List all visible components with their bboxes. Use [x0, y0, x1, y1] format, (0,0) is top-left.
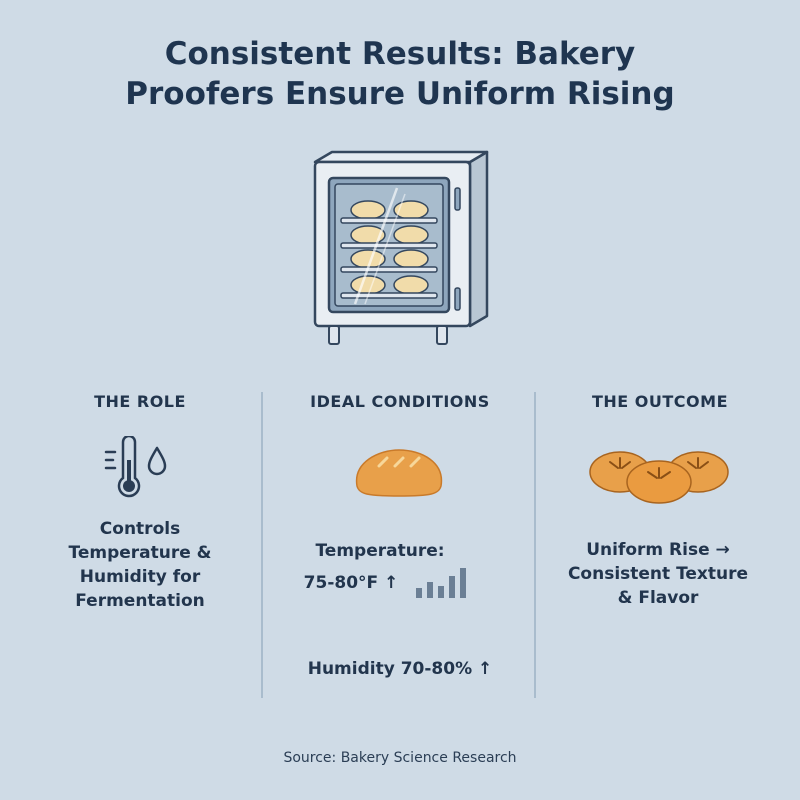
- role-line-3: Humidity for: [79, 567, 201, 587]
- title-line-2: Proofers Ensure Uniform Rising: [125, 76, 675, 112]
- temperature-value: 75-80°F ↑: [303, 573, 399, 593]
- outcome-line-2: Consistent Texture: [567, 564, 749, 584]
- outcome-heading: THE OUTCOME: [591, 392, 728, 411]
- bread-rolls-icon: [589, 451, 729, 504]
- role-line-4: Fermentation: [75, 591, 205, 611]
- conditions-heading: IDEAL CONDITIONS: [310, 392, 490, 411]
- page-title: Consistent Results: Bakery Proofers Ensu…: [60, 34, 740, 114]
- outcome-description: Uniform Rise → Consistent Texture & Flav…: [548, 538, 768, 610]
- column-divider-1: [261, 392, 263, 698]
- role-line-2: Temperature &: [68, 543, 212, 563]
- temperature-label: Temperature:: [315, 541, 445, 561]
- role-heading: THE ROLE: [94, 392, 186, 411]
- source-note: Source: Bakery Science Research: [283, 750, 517, 766]
- bread-loaf-icon: [355, 449, 443, 497]
- column-divider-2: [534, 392, 536, 698]
- role-line-1: Controls: [99, 519, 181, 539]
- title-line-1: Consistent Results: Bakery: [164, 36, 636, 72]
- proofer-cabinet-icon: [313, 150, 489, 345]
- humidity-value: Humidity 70-80% ↑: [307, 659, 493, 679]
- outcome-line-1: Uniform Rise →: [586, 540, 730, 560]
- outcome-line-3: & Flavor: [617, 588, 699, 608]
- role-description: Controls Temperature & Humidity for Ferm…: [40, 517, 240, 613]
- thermometer-droplet-icon: [104, 436, 167, 498]
- bar-chart-icon: [416, 568, 466, 598]
